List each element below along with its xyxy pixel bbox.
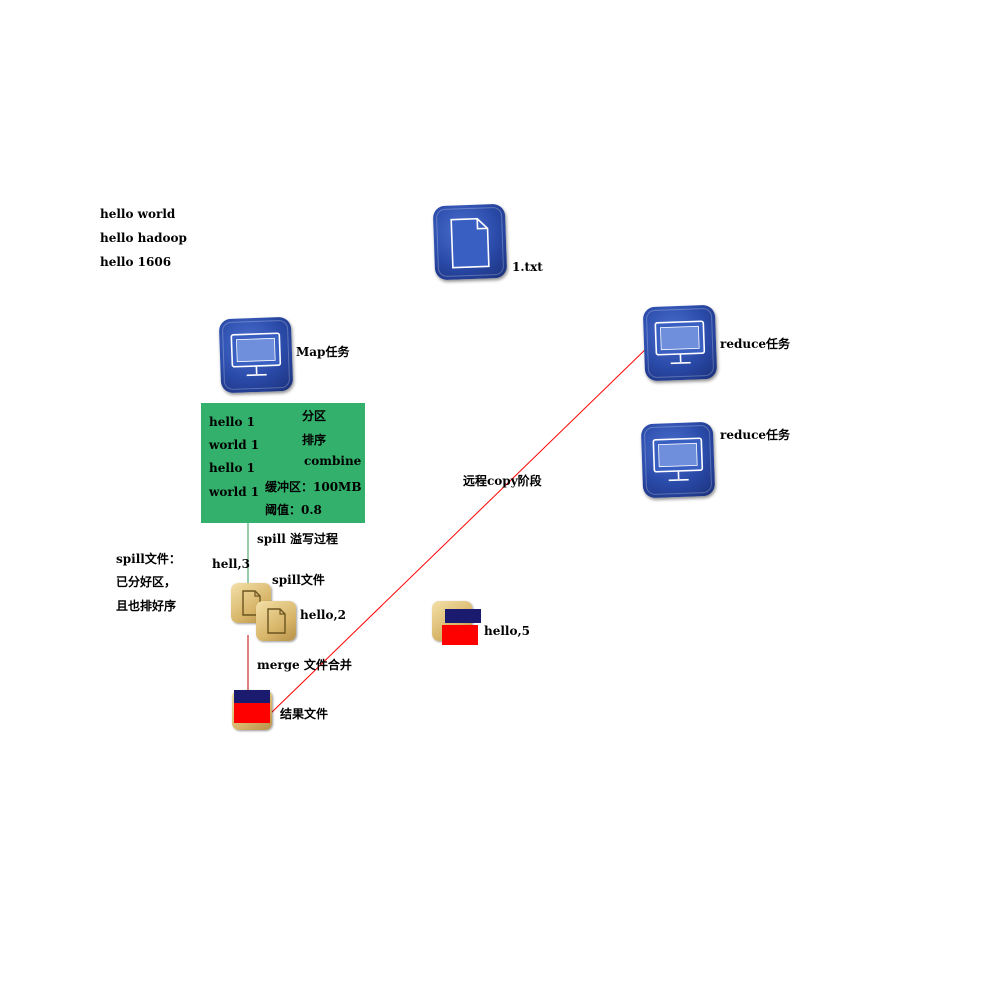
spill-file-label: spill文件 bbox=[272, 573, 325, 587]
spill-file-icon-2 bbox=[256, 601, 296, 641]
buffer-pair-1: hello 1 bbox=[209, 415, 256, 429]
spill-note-1: spill文件： bbox=[116, 552, 181, 566]
result-file-label: 结果文件 bbox=[280, 707, 329, 721]
input-line-2: hello hadoop bbox=[100, 231, 187, 245]
file-label: 1.txt bbox=[512, 260, 543, 274]
step-combine: combine bbox=[304, 454, 362, 468]
spill-note-2: 已分好区， bbox=[116, 575, 177, 589]
step-sort: 排序 bbox=[302, 433, 327, 447]
document-icon bbox=[432, 203, 508, 281]
reduce-monitor-icon-2 bbox=[640, 421, 716, 499]
buffer-pair-2: world 1 bbox=[209, 438, 260, 452]
remote-copy-line bbox=[269, 344, 651, 715]
spill-process-label: spill 溢写过程 bbox=[257, 532, 339, 546]
reduce-monitor-icon-1 bbox=[642, 304, 718, 382]
buffer-threshold: 阈值：0.8 bbox=[265, 503, 322, 517]
buffer-pair-3: hello 1 bbox=[209, 461, 256, 475]
spill-kv-2: hello,2 bbox=[300, 608, 347, 622]
reduce-task-label-2: reduce任务 bbox=[720, 428, 791, 442]
merge-label: merge 文件合并 bbox=[257, 658, 352, 672]
result-file-icon bbox=[232, 690, 272, 730]
reduce-input-file-icon bbox=[432, 601, 481, 645]
input-line-3: hello 1606 bbox=[100, 255, 172, 269]
map-monitor-icon bbox=[218, 316, 294, 394]
spill-note-3: 且也排好序 bbox=[116, 599, 177, 613]
buffer-pair-4: world 1 bbox=[209, 485, 260, 499]
input-line-1: hello world bbox=[100, 207, 176, 221]
reduce-task-label-1: reduce任务 bbox=[720, 337, 791, 351]
remote-copy-label: 远程copy阶段 bbox=[463, 474, 542, 488]
step-partition: 分区 bbox=[302, 409, 327, 423]
spill-kv-1: hell,3 bbox=[212, 557, 251, 571]
map-task-label: Map任务 bbox=[296, 345, 350, 359]
reduce-input-label: hello,5 bbox=[484, 624, 531, 638]
memory-buffer-box: hello 1 world 1 hello 1 world 1 分区 排序 co… bbox=[201, 403, 365, 523]
buffer-size: 缓冲区：100MB bbox=[265, 480, 362, 494]
